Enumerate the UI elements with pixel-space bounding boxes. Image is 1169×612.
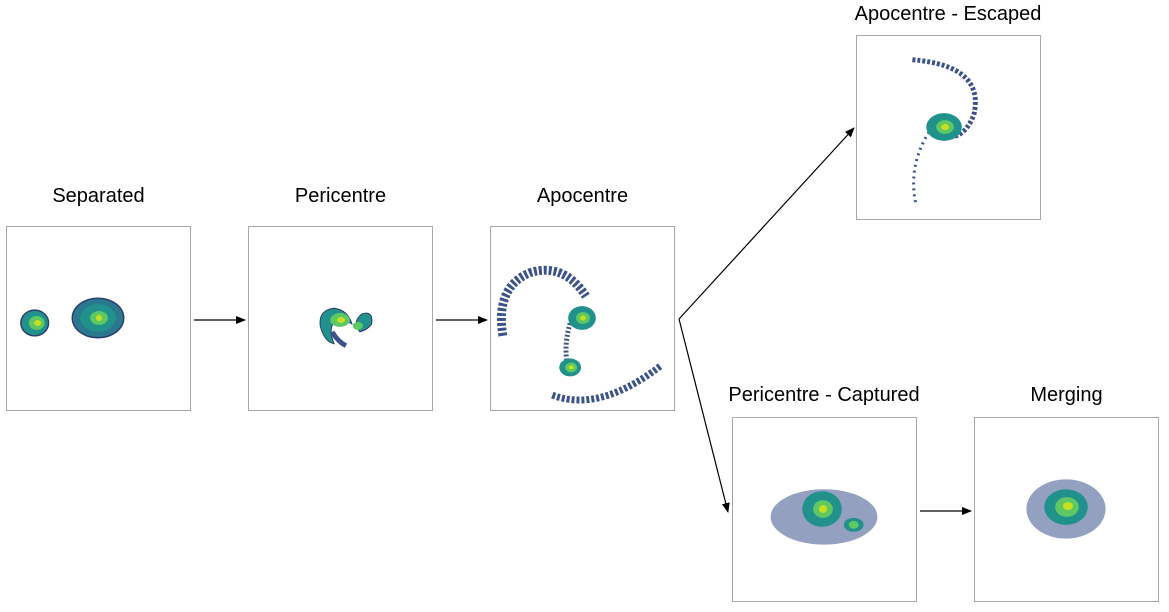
apocentre-galaxies-image bbox=[496, 265, 664, 404]
stage-label-apocentre: Apocentre bbox=[536, 185, 629, 207]
arrow-apocentre-to-escaped bbox=[678, 127, 855, 320]
panel-separated bbox=[6, 226, 191, 411]
arrow-apocentre-to-captured bbox=[678, 318, 730, 513]
stage-label-pericentre-captured: Pericentre - Captured bbox=[728, 384, 920, 406]
panel-merging bbox=[974, 417, 1159, 602]
panel-apocentre bbox=[490, 226, 675, 411]
pericentre-captured-galaxies-image bbox=[770, 489, 878, 545]
stage-label-separated: Separated bbox=[52, 185, 145, 207]
panel-pericentre-captured bbox=[732, 417, 917, 602]
stage-label-pericentre: Pericentre bbox=[294, 185, 387, 207]
pericentre-galaxies-image bbox=[319, 307, 373, 348]
stage-label-merging: Merging bbox=[1030, 384, 1103, 406]
merging-galaxy-image bbox=[1026, 479, 1106, 539]
panel-apocentre-escaped bbox=[856, 35, 1041, 220]
apocentre-escaped-galaxies-image bbox=[912, 57, 978, 207]
panel-pericentre bbox=[248, 226, 433, 411]
separated-galaxies-image bbox=[20, 297, 125, 339]
stage-label-apocentre-escaped: Apocentre - Escaped bbox=[854, 3, 1042, 25]
